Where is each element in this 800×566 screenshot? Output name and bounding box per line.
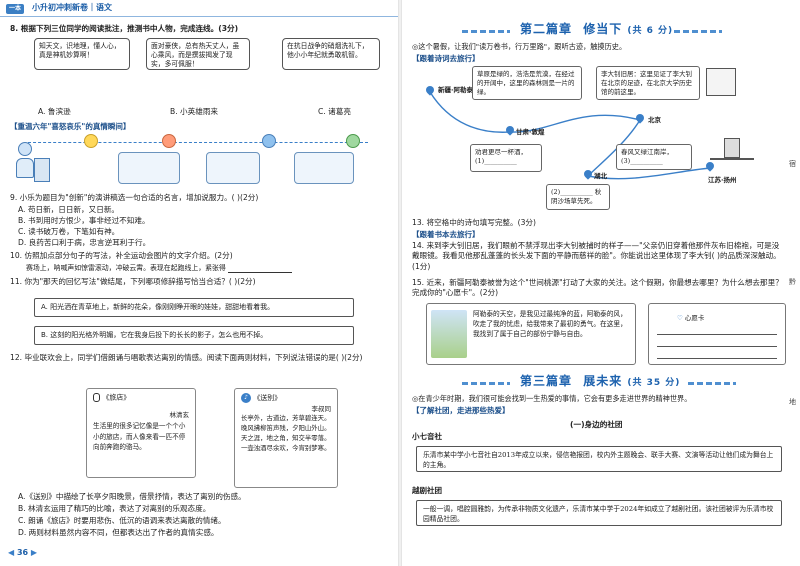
chapter-2-heading: 第二篇章 修当下 (共 6 分) <box>520 22 674 36</box>
note-card-1: 知天文，识地理，懂人心，真是神机妙算啊！ <box>34 38 130 70</box>
q15-sample-card: 阿勒泰的天空，是我见过最纯净的蓝，阿勒泰的风，吹走了我的忧虑，给我带来了最初的勇… <box>426 303 636 365</box>
q9-option-b[interactable]: B. 书到用时方恨少，事非经过不知难。 <box>18 216 150 225</box>
q10-answer-blank[interactable] <box>228 265 293 274</box>
question-13: 13. 将空格中的诗句填写完整。(3分) <box>412 218 536 227</box>
piano-scene-icon <box>294 152 354 184</box>
club1-description: 乐清市某中学小七音社自2013年成立以来，侵信艳报团，校内外主题晚会、联手大赛、… <box>416 446 782 472</box>
poem-blank-1[interactable]: 劝君更尽一杯酒，(1)__________ <box>470 144 542 172</box>
q12-option-a[interactable]: A.《送别》中描绘了长亭夕阳晚景，借景抒情，表达了离别的伤感。 <box>18 492 246 501</box>
happy-emoji-icon <box>84 134 98 148</box>
sad-emoji-icon <box>262 134 276 148</box>
next-page-icon[interactable]: ▶ <box>30 548 38 557</box>
landscape-photo <box>431 310 467 358</box>
music-note-icon: ♪ <box>241 393 251 403</box>
angry-emoji-icon <box>162 134 176 148</box>
page-header: 一本 小升初冲刺新卷｜语文 <box>0 0 398 18</box>
club2-name: 越剧社团 <box>412 486 442 495</box>
note-card-3: 在抗日战争的硝烟洗礼下，他小小年纪就勇敢机智。 <box>282 38 380 70</box>
q11-option-b[interactable]: B. 这刻的阳光格外明媚，它在我身后投下的长长的影子，怎么也甩不掉。 <box>34 326 354 345</box>
chapter-3-heading: 第三篇章 展未来 (共 35 分) <box>520 374 681 388</box>
city-altay: 新疆·阿勒泰 <box>438 86 473 94</box>
route-card-beijing: 李大钊旧居：这里见证了李大钊在北京的足迹，在北京大学历史馆的前这里。 <box>596 66 700 101</box>
q11-option-a[interactable]: A. 阳光洒在青草地上，新鲜的花朵，像刚刚睁开眼的娃娃，甜甜地看着我。 <box>34 298 354 317</box>
chapter-2-intro: ◎这个暑假，让我们"读万卷书，行万里路"，跟听古迹，触摸历史。 <box>412 42 627 51</box>
card1-text: 生活里的很多记忆像是一个个小小的旅店，而人像来看一匹不停向前奔跑的骆马。 <box>93 422 186 451</box>
left-page: 一本 小升初冲刺新卷｜语文 8. 根据下列三位同学的阅读批注，推测书中人物，完成… <box>0 0 398 566</box>
section-review-heading: 【重温六年"喜怒哀乐"的真情瞬间】 <box>10 122 131 131</box>
right-page: 第二篇章 修当下 (共 6 分) ◎这个暑假，让我们"读万卷书，行万里路"，跟听… <box>402 0 800 566</box>
chapter-3-intro: ◎在青少年时期，我们很可能会找到一生热爱的事情，它会有更多走进世界的精神世界。 <box>412 394 692 403</box>
club-heading: (一)身边的社团 <box>570 420 623 429</box>
classroom-scene-icon <box>206 152 260 184</box>
section-book-travel: 【跟着书本去旅行】 <box>412 230 480 239</box>
heart-icon: ♡ <box>677 314 683 322</box>
q12-option-d[interactable]: D. 两则材料虽然内容不同，但都表达出了作者的真情实感。 <box>18 528 219 537</box>
q9-option-a[interactable]: A. 苟日新，日日新，又日新。 <box>18 205 120 214</box>
club1-name: 小七音社 <box>412 432 442 441</box>
question-11-title: 11. 你为"那天的回忆写法"做结尾，下列哪项修辞描写恰当合适？( )(2分) <box>10 277 256 286</box>
group-scene-icon <box>118 152 180 184</box>
travel-route-map: 新疆·阿勒泰 甘肃·敦煌 北京 湖北 江苏·扬州 草原是绿的，浩浩是荒漠，在经过… <box>410 64 770 212</box>
prev-page-icon[interactable]: ◀ <box>8 548 15 557</box>
q8-option-c[interactable]: C. 诸葛亮 <box>318 107 351 116</box>
question-10-title: 10. 仿照加点部分句子的写法，补全运动会图片的文字介绍。(2分) <box>10 251 233 260</box>
q9-option-c[interactable]: C. 读书破万卷，下笔如有神。 <box>18 227 120 236</box>
q10-prompt-line: 赛场上，呐喊声如惊雷滚动，冲破云霄。表现在起跑线上，紧张得 <box>26 264 293 274</box>
card1-author: 林清玄 <box>169 410 190 419</box>
side-margin-char: 黔 <box>789 278 796 286</box>
former-residence-icon <box>706 68 736 96</box>
q8-option-b[interactable]: B. 小英雄雨来 <box>170 107 219 116</box>
q15-sample-text: 阿勒泰的天空，是我见过最纯净的蓝，阿勒泰的风，吹走了我的忧虑，给我带来了最初的勇… <box>473 310 627 339</box>
card2-title: 《送别》 <box>253 394 282 402</box>
city-yangzhou: 江苏·扬州 <box>708 176 737 184</box>
question-9-title: 9. 小乐为题目为"创新"的演讲稿选一句合适的名言，增加说服力。( )(2分) <box>10 193 259 202</box>
microphone-icon <box>93 393 100 402</box>
route-card-altay: 草原是绿的，浩浩是荒漠，在经过的开阔中，这里的森林则是一片的绿。 <box>472 66 582 101</box>
card2-text: 长亭外，古道边，芳草碧连天。晚风拂柳笛声残，夕阳山外山。天之涯，地之角，知交半零… <box>241 413 331 452</box>
material-card-hotel: 《旅店》 林清玄 生活里的很多记忆像是一个个小小的旅店，而人像来看一匹不停向前奔… <box>86 388 196 478</box>
question-8-title: 8. 根据下列三位同学的阅读批注，推测书中人物，完成连线。(3分) <box>10 24 239 33</box>
joy-emoji-icon <box>346 134 360 148</box>
podium-icon <box>34 158 50 182</box>
side-margin-char: 地 <box>789 398 796 406</box>
city-hubei: 湖北 <box>594 172 607 180</box>
q12-option-c[interactable]: C. 朗诵《旅店》时要用悲伤、低沉的语调来表达离散的情绪。 <box>18 516 226 525</box>
section-poem-travel: 【跟着诗词去旅行】 <box>412 54 480 63</box>
material-card-farewell: ♪ 《送别》 李叔同 长亭外，古道边，芳草碧连天。晚风拂柳笛声残，夕阳山外山。天… <box>234 388 338 488</box>
wish-card[interactable]: ♡ 心愿卡 <box>648 303 786 365</box>
question-14: 14. 来到李大钊旧居，我们眼前不禁浮现出李大钊被捕时的样子——"父亲仍旧穿着他… <box>412 241 781 271</box>
question-15: 15. 近来，新疆阿勒泰被誉为这个"世间桃源"打动了大家的关注。这个假期，你最想… <box>412 278 783 298</box>
header-series: 小升初冲刺新卷｜语文 <box>32 3 112 12</box>
moments-illustration <box>10 132 380 188</box>
wish-card-title: 心愿卡 <box>684 314 705 322</box>
question-12-title: 12. 毕业联欢会上，同学们借朗诵与唱歌表达离别的情感。阅读下面两则材料，下列说… <box>10 353 363 362</box>
city-dunhuang: 甘肃·敦煌 <box>516 128 545 136</box>
pagoda-scene-icon <box>710 138 754 160</box>
page-number-left: ◀ 36 ▶ <box>8 548 38 557</box>
q9-option-d[interactable]: D. 良药苦口利于病，忠言逆耳利于行。 <box>18 238 151 247</box>
poem-blank-2[interactable]: (2)__________ 秋阴沙场草先死。 <box>546 184 610 210</box>
side-margin-char: 宿 <box>789 160 796 168</box>
q8-option-a[interactable]: A. 鲁滨逊 <box>38 107 71 116</box>
section-club: 【了解社团，走进那些热爱】 <box>412 406 510 415</box>
book-spine <box>398 0 402 566</box>
speaker-figure-icon <box>14 142 36 182</box>
card1-title: 《旅店》 <box>102 393 131 402</box>
q12-option-b[interactable]: B. 林清玄运用了精巧的比喻，表达了对离别的乐观态度。 <box>18 504 211 513</box>
header-tag: 一本 <box>6 4 25 14</box>
poem-blank-3[interactable]: 春风又绿江南岸，(3)__________ <box>616 144 692 170</box>
club2-description: 一般一调，唱腔圆雅韵，为传承非物质文化遗产，乐清市某中学于2024年如成立了越剧… <box>416 500 782 526</box>
city-beijing: 北京 <box>648 116 661 124</box>
note-card-2: 面对豪侠，总有热天丈人，虽心乘风，而是撰拔揭发了现实，多可佩服！ <box>146 38 250 70</box>
card2-author: 李叔同 <box>311 405 332 414</box>
